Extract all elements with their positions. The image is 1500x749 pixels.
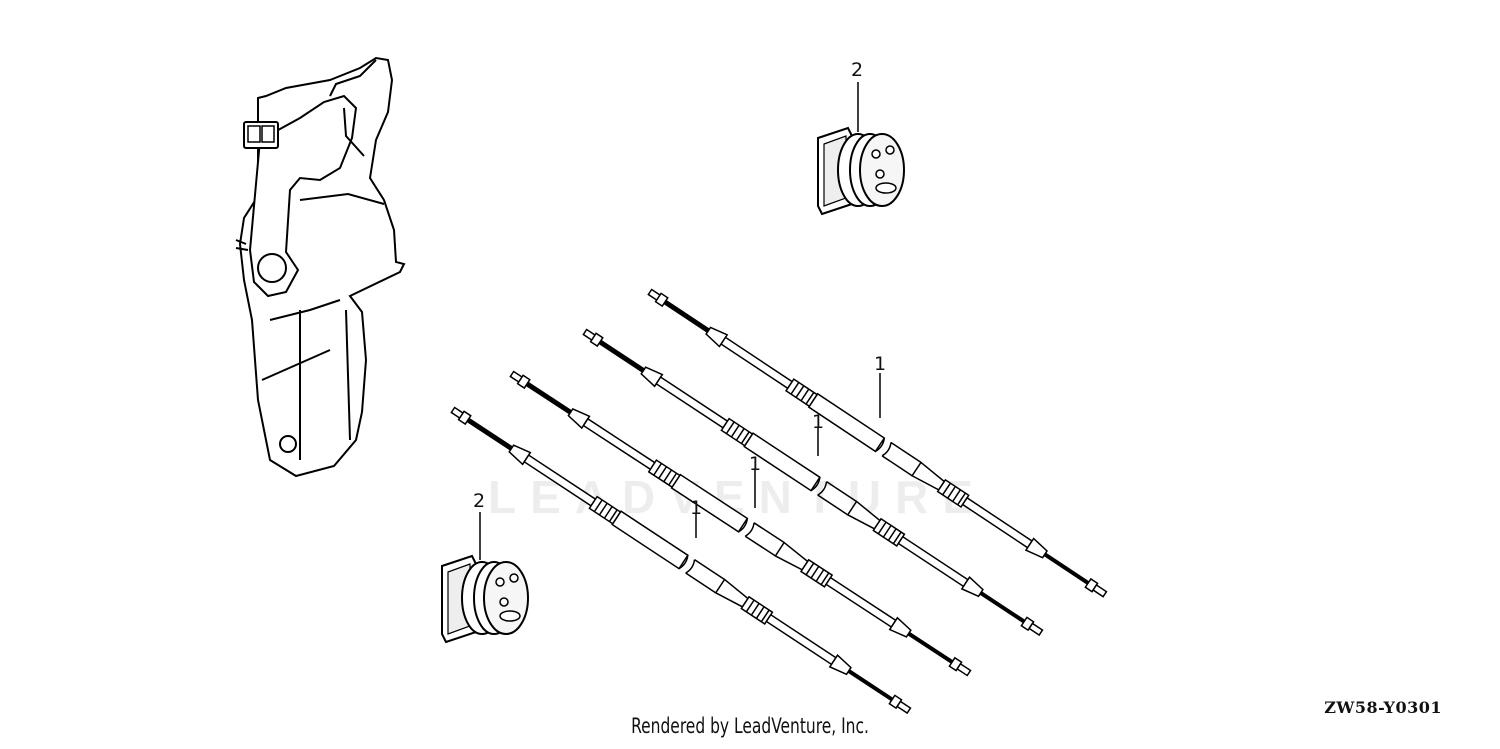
callout-label: 1 (812, 411, 824, 433)
grommet-top (817, 127, 905, 215)
callout-label: 2 (851, 59, 863, 81)
control-cable-1 (646, 285, 1110, 600)
callout-label: 1 (690, 497, 702, 519)
grommet-bottom (441, 555, 529, 643)
control-cable-4 (449, 403, 914, 717)
render-credit: Rendered by LeadVenture, Inc. (631, 714, 869, 738)
control-cable-2 (581, 325, 1046, 639)
part-code: ZW58-Y0301 (1324, 698, 1442, 717)
callout-label: 1 (749, 453, 761, 475)
control-cable-3 (508, 367, 974, 679)
callout-label: 1 (874, 353, 886, 375)
remote-control-box (235, 56, 406, 478)
callout-label: 2 (473, 490, 485, 512)
